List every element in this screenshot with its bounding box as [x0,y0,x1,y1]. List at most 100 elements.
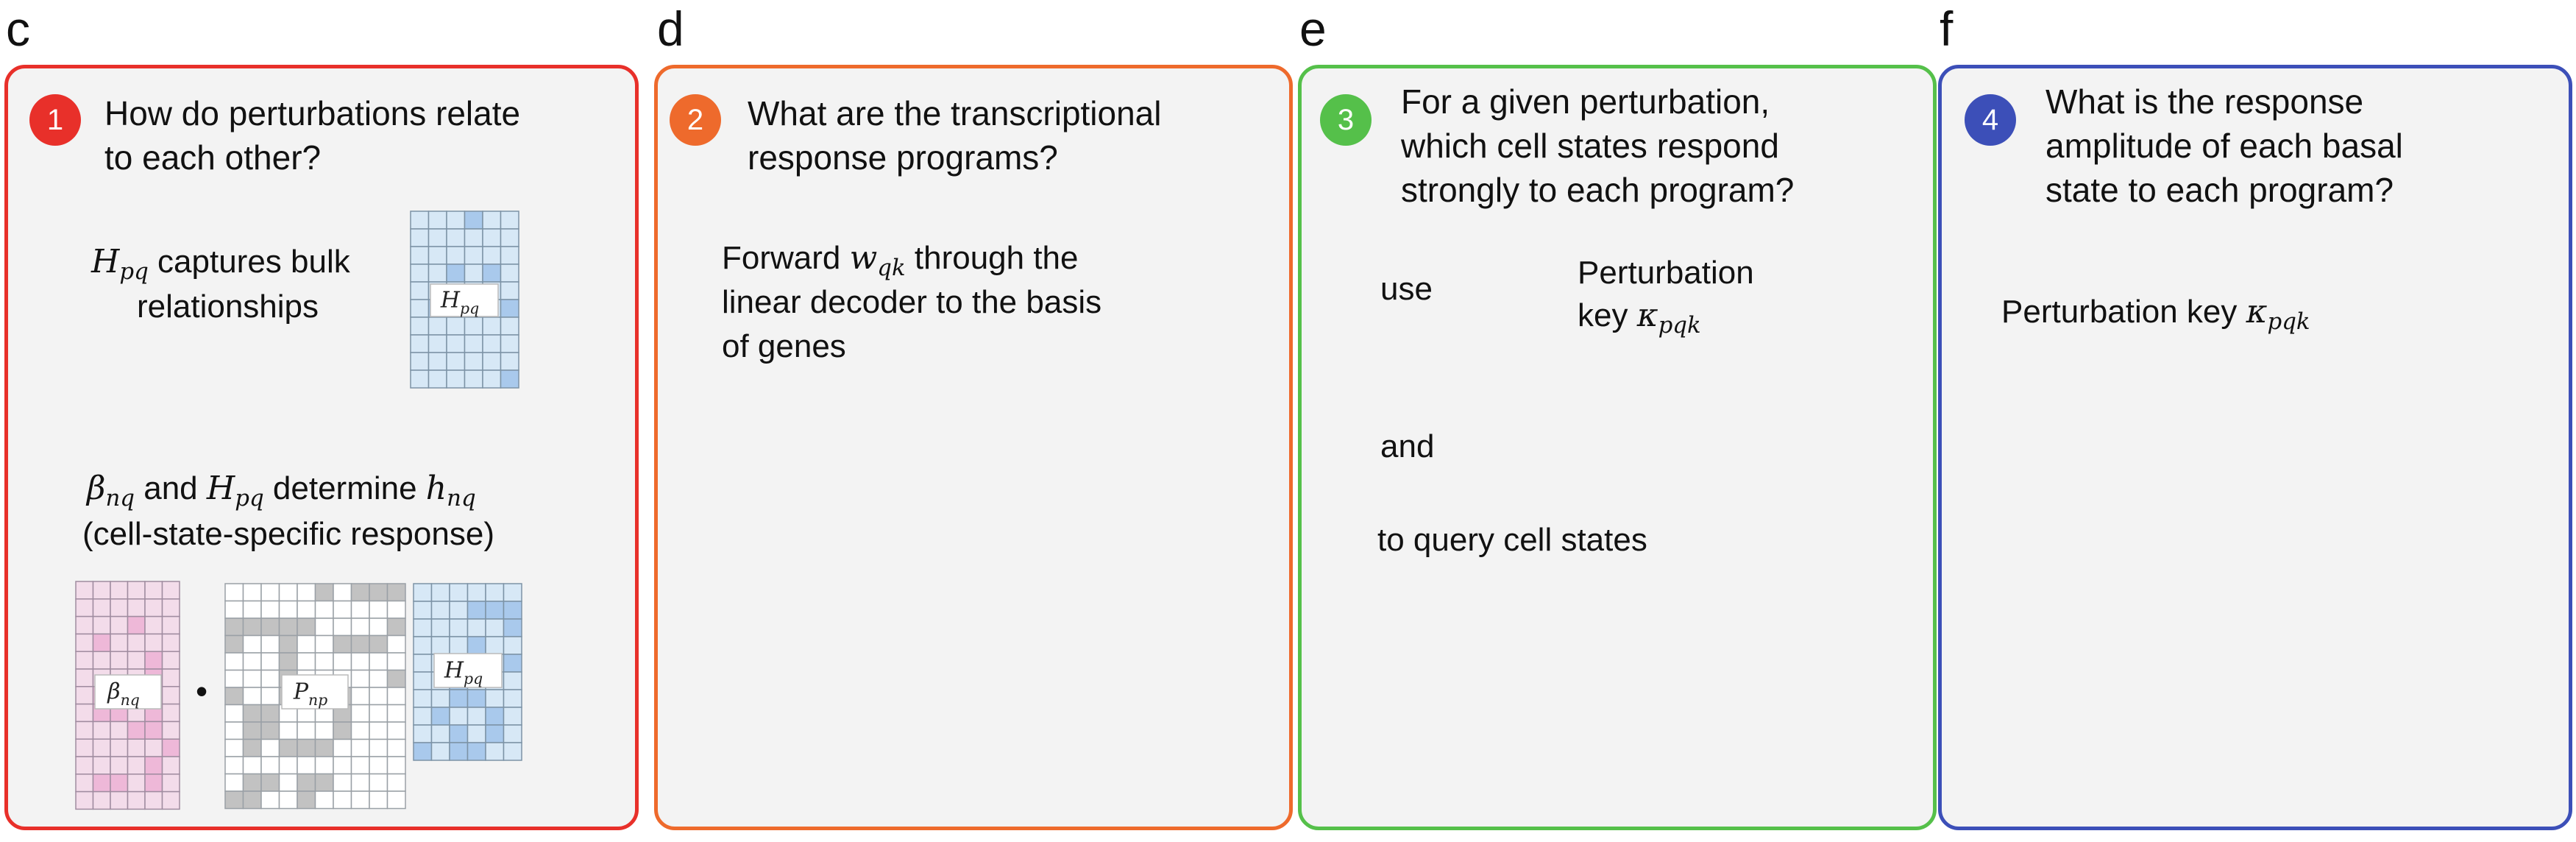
matrix-cell [161,774,180,793]
panel-f [1938,65,2572,830]
panel-d-text-of-genes: of genes [722,328,846,364]
matrix-cell [75,774,94,793]
matrix-cell [92,615,111,635]
matrix-cell [297,583,316,602]
matrix-cell [413,689,433,708]
matrix-cell [449,583,469,602]
matrix-cell [297,634,316,654]
panel-f-number-badge: 4 [1965,94,2016,146]
matrix-cell [503,689,522,708]
matrix-cell [500,316,519,336]
matrix-cell [446,246,466,265]
matrix-cell [446,228,466,247]
matrix-cell [350,721,370,740]
matrix-cell [482,369,502,389]
matrix-cell [464,369,483,389]
matrix-cell [314,756,334,775]
matrix-cell [314,738,334,757]
matrix-cell [386,687,406,706]
matrix-cell [224,600,244,619]
text-perturbation-key: Perturbation key [2001,294,2246,330]
matrix-cell [485,618,505,637]
matrix-cell [278,583,298,602]
matrix-cell [161,581,180,600]
matrix-cell [260,790,280,810]
matrix-cell [464,246,483,265]
matrix-cell [92,756,111,775]
matrix-cell [224,704,244,723]
matrix-cell [464,352,483,371]
panel-c-text-determine: βnq and Hpq determine hnq [87,467,476,520]
matrix-cell [333,652,352,671]
matrix-cell [485,636,505,655]
panel-letter-d: d [657,1,684,56]
matrix-cell [161,703,180,723]
panel-e [1298,65,1937,830]
matrix-cell [427,316,447,336]
panel-d-question-line1: What are the transcriptional [748,94,1162,132]
matrix-cell [482,263,502,283]
matrix-cell [350,652,370,671]
symbol-beta-subscript: nq [105,485,135,512]
symbol-kappa-subscript: pqk [1658,312,1701,339]
symbol-kappa-subscript: pqk [2267,308,2310,336]
matrix-label-symbol: H [440,288,461,314]
matrix-cell [127,598,146,618]
matrix-cell [410,369,430,389]
panel-d-text-linear-decoder: linear decoder to the basis [722,284,1102,320]
matrix-cell [333,618,352,637]
matrix-cell [427,246,447,265]
matrix-label-subscript: np [308,691,327,709]
matrix-cell [242,652,262,671]
matrix-cell [350,756,370,775]
matrix-cell [350,773,370,792]
matrix-cell [410,281,430,300]
matrix-label-box [433,653,503,688]
matrix-cell [449,636,469,655]
matrix-cell [92,581,111,600]
matrix-cell [413,618,433,637]
text-captures-bulk: captures bulk [148,244,350,280]
panel-e-question-line3: strongly to each program? [1401,171,1795,209]
matrix-cell [449,689,469,708]
matrix-cell [314,790,334,810]
panel-c-text-relationships: relationships [137,289,319,325]
panel-f-question-line1: What is the response [2045,82,2364,121]
panel-e-text-and: and [1380,428,1435,464]
matrix-cell [386,600,406,619]
matrix-cell [297,773,316,792]
matrix-cell [242,756,262,775]
matrix-cell [333,738,352,757]
matrix-cell [314,773,334,792]
matrix-cell [369,756,388,775]
panel-e-text-query: to query cell states [1377,522,1647,558]
matrix-cell [92,774,111,793]
panel-c-number-badge: 1 [29,94,81,146]
matrix-cell [314,600,334,619]
matrix-cell [449,618,469,637]
matrix-cell [260,583,280,602]
matrix-cell [260,704,280,723]
matrix-label-symbol: H [444,658,464,684]
panel-e-number-badge: 3 [1320,94,1372,146]
matrix-cell [260,738,280,757]
matrix-cell [242,600,262,619]
matrix-cell [127,774,146,793]
matrix-cell [503,636,522,655]
matrix-cell [427,334,447,353]
matrix-cell [110,790,129,810]
matrix-cell [75,686,94,705]
matrix-cell [260,669,280,688]
matrix-cell [224,773,244,792]
matrix-cell [446,210,466,230]
panel-c-text-cell-state-specific: (cell-state-specific response) [82,516,494,552]
matrix-cell [485,724,505,743]
matrix-cell [161,738,180,757]
matrix-P-label: Pnp [281,674,349,710]
matrix-cell [386,652,406,671]
panel-letter-c: c [6,1,30,56]
matrix-cell [503,583,522,602]
matrix-cell [224,669,244,688]
matrix-cell [485,601,505,620]
matrix-cell [278,756,298,775]
